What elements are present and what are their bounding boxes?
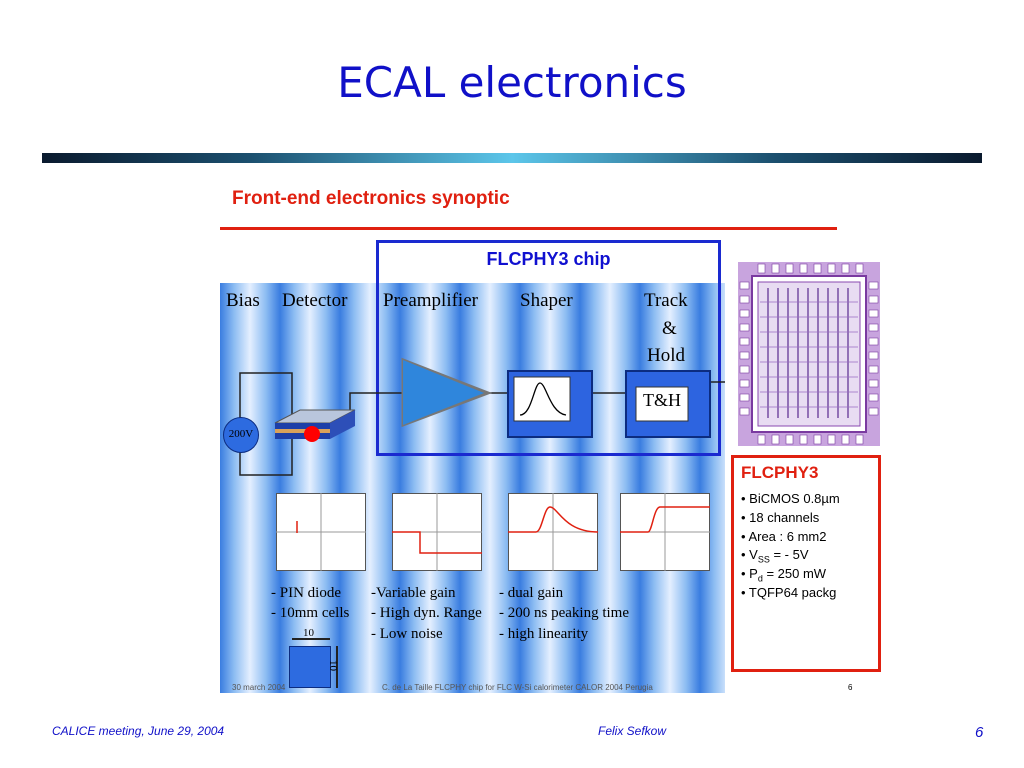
cell-square [289,646,331,688]
scope-track-hold [620,493,710,571]
footer-author: Felix Sefkow [598,724,667,738]
label-track: Track [644,290,688,311]
inner-footer-center: C. de La Taille FLCPHY chip for FLC W-Si… [382,683,653,692]
subtitle: Front-end electronics synoptic [232,188,510,209]
voltage-source-label: 200V [228,428,254,440]
chip-spec-box [731,455,881,672]
label-track-amp: & [662,318,677,339]
spec-item-process: • BiCMOS 0.8µm [741,491,840,506]
label-hold: Hold [647,345,685,366]
scope-shaper [508,493,598,571]
note-shaper-3: - high linearity [499,626,589,642]
cell-dim-side: 10 [327,660,339,671]
subtitle-divider [220,227,837,230]
scope-preamp [392,493,482,571]
note-preamp-2: - High dyn. Range [371,605,482,621]
cell-dimension-line [292,638,330,640]
note-shaper-2: - 200 ns peaking time [499,605,629,621]
label-bias: Bias [226,290,260,311]
chip-spec-title: FLCPHY3 [741,463,819,482]
synoptic-panel [220,283,725,693]
inner-footer-date: 30 march 2004 [232,683,286,692]
scope-detector [276,493,366,571]
spec-item-channels: • 18 channels [741,510,820,525]
spec-item-power: • Pd = 250 mW [741,566,826,584]
spec-pd-sub: d [757,573,763,584]
spec-vss-prefix: • V [741,547,758,562]
voltage-source [223,417,259,453]
th-block-label: T&H [643,390,681,410]
spec-pd-value: = 250 mW [762,566,827,581]
spec-pd-prefix: • P [741,566,758,581]
detector-dot [304,426,320,442]
slide-title: ECAL electronics [337,58,687,107]
spec-item-package: • TQFP64 packg [741,585,837,600]
footer-meeting: CALICE meeting, June 29, 2004 [52,724,225,738]
note-preamp-3: - Low noise [371,626,443,642]
label-shaper: Shaper [520,290,573,311]
label-preamplifier: Preamplifier [383,290,478,311]
note-preamp-1: -Variable gain [371,585,456,601]
inner-footer-page: 6 [848,683,853,692]
cell-dim-top: 10 [303,627,314,639]
chip-layout-image [738,262,880,446]
circuit-schematic [239,357,725,476]
spec-vss-sub: SS [757,554,770,565]
title-divider [42,153,982,163]
label-detector: Detector [282,290,348,311]
note-shaper-1: - dual gain [499,585,564,601]
spec-vss-value: = - 5V [769,547,809,562]
chip-label: FLCPHY3 chip [486,249,611,269]
cell-dimension-line-side [336,646,338,688]
chip-outline [376,240,721,456]
note-detector-2: - 10mm cells [271,605,350,621]
spec-item-area: • Area : 6 mm2 [741,529,827,544]
footer-page-number: 6 [975,724,984,741]
note-detector-1: - PIN diode [271,585,341,601]
spec-item-vss: • VSS = - 5V [741,547,809,565]
